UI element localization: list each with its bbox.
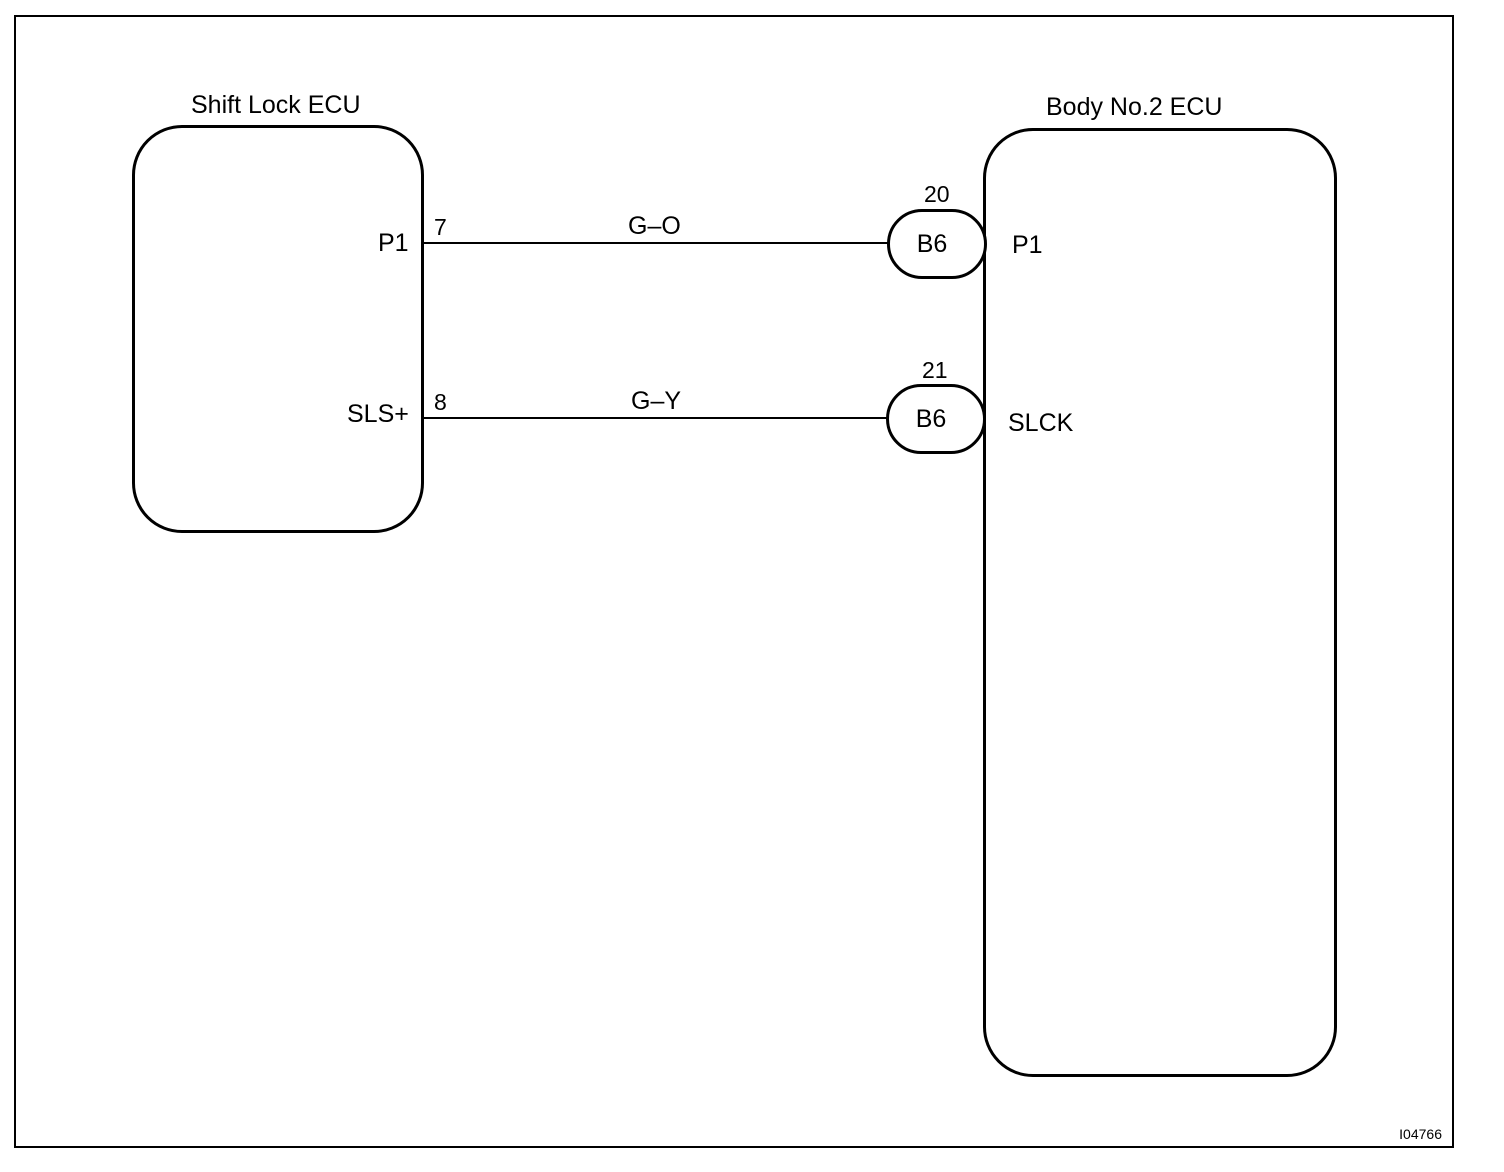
figure-id: I04766: [1399, 1126, 1442, 1142]
connector-b6-upper: B6: [887, 209, 987, 279]
wire-slck: [424, 417, 890, 419]
body-pin-p1-label: P1: [1012, 231, 1043, 259]
connector-b6-lower-label: B6: [915, 404, 947, 433]
wire-p1: [424, 242, 890, 244]
connector-pin-20-number: 20: [924, 181, 950, 207]
shift-lock-pin-7-number: 7: [434, 214, 447, 240]
body-pin-slck-label: SLCK: [1008, 409, 1074, 437]
wire-slck-color-code: G–Y: [631, 387, 682, 415]
shift-lock-pin-sls-label: SLS+: [347, 400, 409, 428]
connector-b6-upper-label: B6: [916, 229, 948, 258]
connector-b6-lower: B6: [886, 384, 986, 454]
shift-lock-ecu-title: Shift Lock ECU: [191, 91, 361, 119]
body-ecu-title: Body No.2 ECU: [1046, 93, 1223, 121]
diagram-frame: [14, 15, 1454, 1148]
body-ecu-box: [983, 128, 1337, 1077]
shift-lock-pin-8-number: 8: [434, 389, 447, 415]
shift-lock-ecu-box: [132, 125, 424, 533]
connector-pin-21-number: 21: [922, 357, 948, 383]
shift-lock-pin-p1-label: P1: [378, 229, 409, 257]
wire-p1-color-code: G–O: [628, 212, 681, 240]
